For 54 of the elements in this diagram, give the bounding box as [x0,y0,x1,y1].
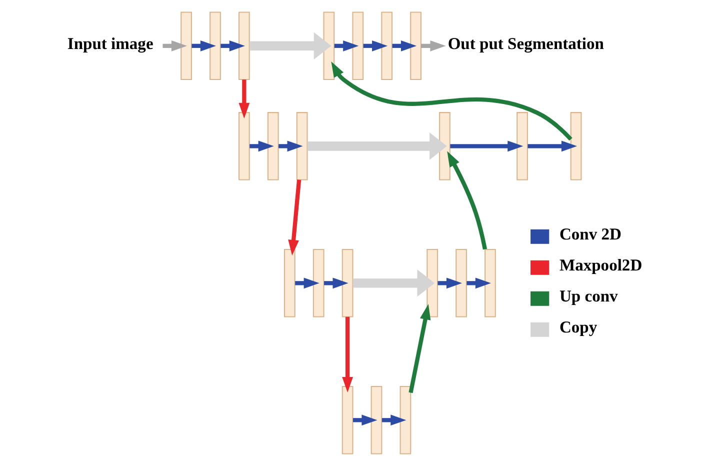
arrow [527,140,576,152]
arrow [162,40,187,52]
arrow [278,140,302,152]
node-bar [209,12,220,80]
node-text: Input image [66,34,153,53]
arrow [420,40,446,52]
arrow [248,32,331,60]
arrow [446,151,487,250]
arrow [334,40,358,52]
node-bar [410,12,421,80]
arrow [306,132,446,160]
legend-label: Conv 2D [558,224,621,244]
node-bar [322,12,334,80]
node-bar [380,12,392,80]
arrow [238,80,250,118]
node-bar [455,249,466,318]
legend-label: Copy [558,318,597,337]
node-bar [341,249,353,318]
arrow [352,414,377,426]
node-bar [266,112,278,180]
legend-label: Maxpool2D [558,256,642,275]
arrow [220,40,244,52]
node-bar [484,249,496,318]
node-bar [516,112,528,180]
node-bar [296,112,308,180]
node-bar [370,386,382,454]
node-bar [312,249,324,318]
arrow [288,180,301,256]
node-bar [352,12,364,80]
node-bar [283,249,295,318]
arrow [466,278,490,289]
legend-label: Up conv [558,286,618,306]
arrow [352,269,434,297]
arrow [249,140,274,152]
node-bar [238,112,250,180]
node-bar [570,112,582,180]
arrow [362,40,388,52]
node-bar [426,249,438,318]
node-bar [341,386,353,454]
arrow [450,140,523,152]
arrow [294,278,319,289]
arrow [381,414,406,426]
arrow [408,304,430,394]
node-bar [399,386,411,454]
arrow [392,40,416,52]
arrow [191,40,216,52]
node-bar [180,12,192,80]
arrow [324,278,348,289]
arrow [437,278,462,289]
node-text: Out put Segmentation [447,34,604,53]
arrow [330,61,572,141]
node-bar [438,112,450,180]
node-bar [238,12,250,80]
arrow [342,316,352,393]
